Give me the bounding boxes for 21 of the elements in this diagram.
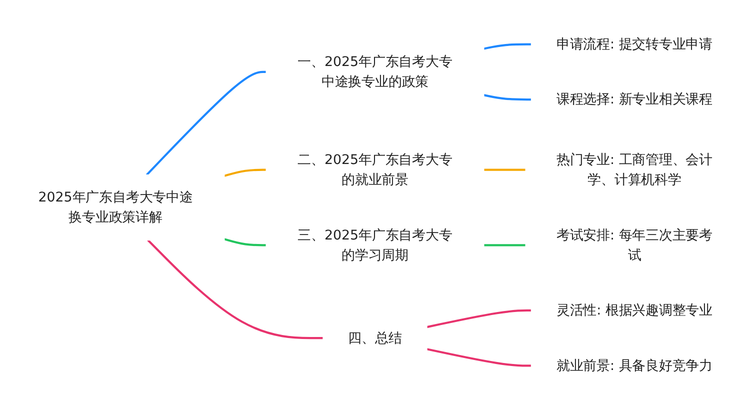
connector (146, 70, 266, 176)
connector (426, 348, 532, 367)
node-text: 考试安排: 每年三次主要考试 (556, 226, 713, 263)
node-text: 灵活性: 根据兴趣调整专业 (556, 302, 713, 318)
connector (484, 94, 532, 101)
connector (426, 309, 532, 328)
connector (224, 238, 266, 246)
connector (484, 43, 532, 50)
node-text: 热门专业: 工商管理、会计学、计算机科学 (556, 151, 713, 188)
node-text: 四、总结 (348, 330, 402, 346)
node-text: 申请流程: 提交转专业申请 (556, 36, 713, 52)
connector (484, 168, 526, 171)
connector (484, 244, 526, 246)
node-text: 就业前景: 具备良好竞争力 (556, 357, 713, 374)
node-text: 一、2025年广东自考大专中途换专业的政策 (298, 53, 452, 90)
node-text: 二、2025年广东自考大专的就业前景 (298, 151, 452, 188)
connector (224, 168, 266, 177)
connector (147, 239, 324, 340)
node-text: 三、2025年广东自考大专的学习周期 (298, 226, 452, 263)
node-text: 课程选择: 新专业相关课程 (556, 91, 713, 108)
node-text: 2025年广东自考大专中途换专业政策详解 (38, 189, 193, 226)
